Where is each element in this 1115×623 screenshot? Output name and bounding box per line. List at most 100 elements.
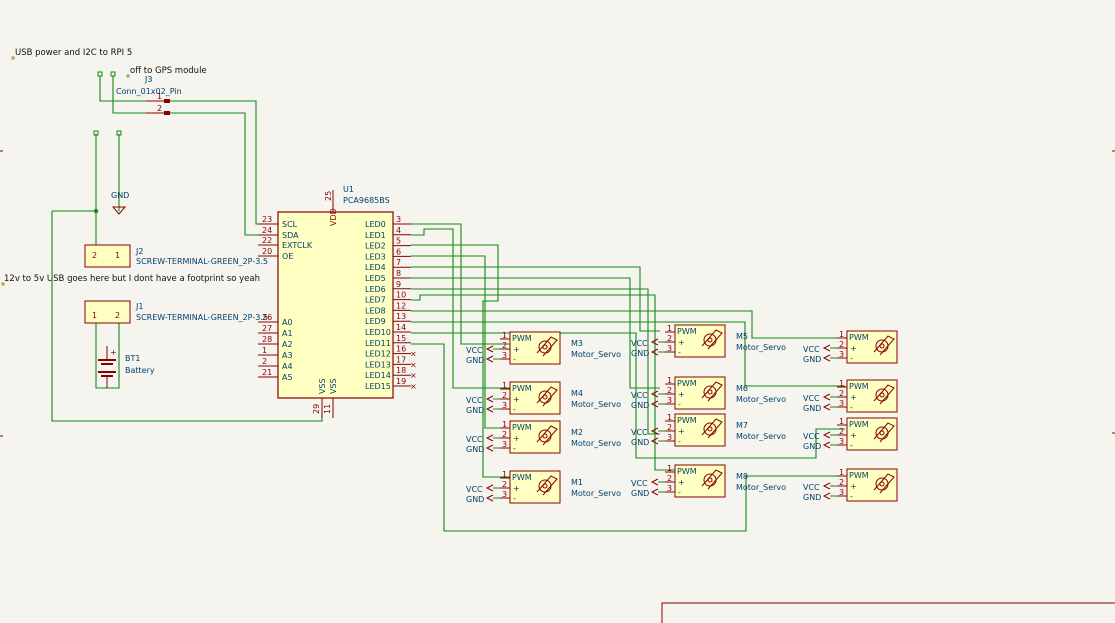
svg-text:3: 3	[839, 399, 844, 408]
svg-text:16: 16	[396, 345, 406, 354]
svg-text:VCC: VCC	[466, 396, 483, 405]
svg-text:12: 12	[396, 301, 406, 310]
svg-text:LED10: LED10	[365, 328, 391, 337]
svg-text:Motor_Servo: Motor_Servo	[571, 400, 621, 409]
svg-text:Motor_Servo: Motor_Servo	[736, 343, 786, 352]
svg-text:PWM: PWM	[677, 379, 697, 388]
svg-text:Conn_01x02_Pin: Conn_01x02_Pin	[116, 87, 182, 96]
svg-text:GND: GND	[803, 404, 821, 413]
svg-text:1: 1	[92, 311, 97, 320]
svg-text:LED1: LED1	[365, 231, 386, 240]
svg-text:7: 7	[396, 258, 401, 267]
svg-text:PWM: PWM	[512, 334, 532, 343]
svg-text:VDD: VDD	[329, 208, 338, 226]
svg-text:1: 1	[667, 324, 672, 333]
svg-text:-: -	[850, 403, 853, 412]
svg-text:-: -	[513, 355, 516, 364]
svg-text:GND: GND	[631, 349, 649, 358]
svg-text:J1: J1	[135, 302, 143, 311]
svg-text:×: ×	[410, 382, 417, 391]
svg-text:M2: M2	[571, 428, 583, 437]
svg-text:-: -	[513, 494, 516, 503]
svg-text:18: 18	[396, 366, 406, 375]
svg-text:29: 29	[312, 404, 321, 414]
u1-pca9685: U1 PCA9685BS 25 VDD 23SCL24SDA22EXTCLK20…	[258, 185, 417, 418]
svg-text:-: -	[678, 437, 681, 446]
svg-text:PWM: PWM	[677, 416, 697, 425]
svg-text:28: 28	[262, 335, 272, 344]
svg-text:LED2: LED2	[365, 242, 386, 251]
svg-text:-: -	[850, 492, 853, 501]
svg-text:M4: M4	[571, 389, 583, 398]
svg-text:3: 3	[502, 440, 507, 449]
svg-text:1: 1	[502, 331, 507, 340]
svg-text:2: 2	[502, 430, 507, 439]
svg-text:2: 2	[667, 334, 672, 343]
svg-text:A3: A3	[282, 351, 293, 360]
svg-text:GND: GND	[466, 495, 484, 504]
svg-text:VCC: VCC	[631, 339, 648, 348]
svg-text:Motor_Servo: Motor_Servo	[571, 439, 621, 448]
svg-text:3: 3	[839, 350, 844, 359]
svg-text:23: 23	[262, 215, 272, 224]
svg-text:×: ×	[410, 360, 417, 369]
svg-text:Motor_Servo: Motor_Servo	[736, 483, 786, 492]
svg-text:J3: J3	[144, 75, 152, 84]
svg-text:LED5: LED5	[365, 274, 386, 283]
svg-text:3: 3	[667, 433, 672, 442]
wire-junctions	[93, 208, 120, 214]
svg-text:PWM: PWM	[512, 423, 532, 432]
svg-text:1: 1	[502, 470, 507, 479]
bt1-battery: + BT1 Battery	[98, 346, 155, 388]
u1-right-pins: 3LED04LED15LED26LED37LED48LED59LED610LED…	[365, 215, 417, 391]
svg-text:+: +	[513, 345, 520, 354]
svg-text:Motor_Servo: Motor_Servo	[736, 395, 786, 404]
svg-text:24: 24	[262, 226, 272, 235]
svg-text:1: 1	[502, 420, 507, 429]
svg-text:SDA: SDA	[282, 231, 299, 240]
svg-text:LED0: LED0	[365, 220, 386, 229]
svg-text:M5: M5	[736, 332, 748, 341]
svg-text:22: 22	[262, 236, 272, 245]
svg-text:VCC: VCC	[631, 428, 648, 437]
svg-text:2: 2	[92, 251, 97, 260]
svg-text:M8: M8	[736, 472, 748, 481]
svg-text:M7: M7	[736, 421, 748, 430]
svg-text:VCC: VCC	[803, 432, 820, 441]
svg-text:1: 1	[502, 381, 507, 390]
servo-array: PWM+-123VCCGNDM3Motor_ServoPWM+-123VCCGN…	[466, 324, 898, 504]
svg-text:3: 3	[667, 396, 672, 405]
svg-text:+: +	[678, 338, 685, 347]
svg-text:2: 2	[839, 389, 844, 398]
svg-text:1: 1	[667, 376, 672, 385]
note-gps: off to GPS module	[130, 66, 207, 76]
svg-text:-: -	[513, 405, 516, 414]
svg-text:SCL: SCL	[282, 220, 298, 229]
svg-text:-: -	[513, 444, 516, 453]
svg-text:1: 1	[839, 468, 844, 477]
svg-text:A4: A4	[282, 362, 293, 371]
svg-text:GND: GND	[631, 438, 649, 447]
svg-text:A2: A2	[282, 340, 293, 349]
svg-text:PWM: PWM	[677, 467, 697, 476]
svg-text:3: 3	[502, 351, 507, 360]
svg-text:+: +	[513, 484, 520, 493]
u1-pin-a4: 2A4	[258, 357, 293, 371]
svg-text:PWM: PWM	[512, 473, 532, 482]
svg-text:LED12: LED12	[365, 350, 391, 359]
j1-terminal: 1 2 J1 SCREW-TERMINAL-GREEN_2P-3.5	[84, 300, 268, 324]
svg-text:GND: GND	[466, 445, 484, 454]
svg-text:2: 2	[839, 340, 844, 349]
